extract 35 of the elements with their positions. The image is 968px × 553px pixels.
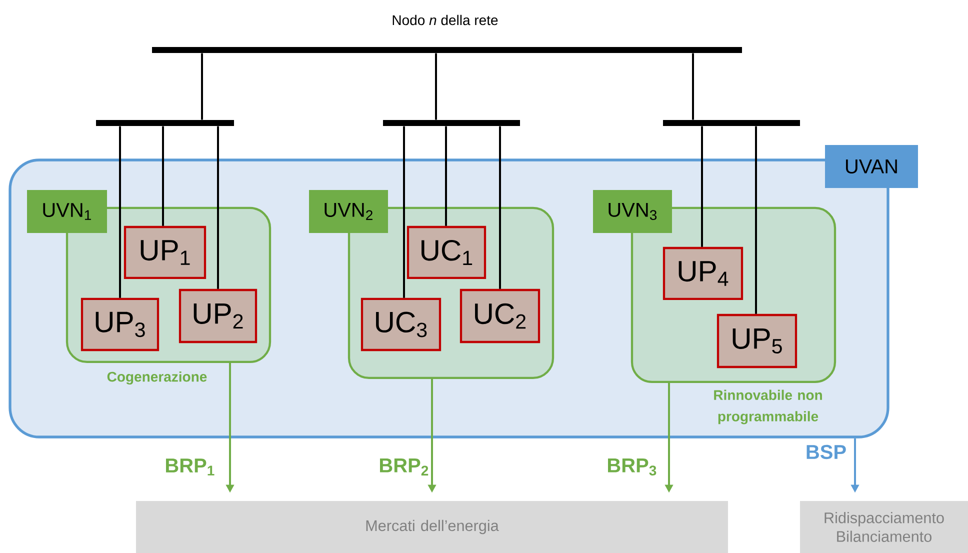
connection-line	[217, 126, 219, 289]
connection-line	[701, 126, 703, 247]
connection-line	[119, 126, 121, 298]
title: Nodo n della rete	[392, 14, 498, 26]
unit-box: UP$_{3}$	[80, 298, 160, 352]
connection-line	[445, 126, 447, 226]
connection-line	[162, 126, 164, 226]
connection-line	[201, 53, 203, 120]
group-label: UVN$_{3}$	[593, 190, 672, 233]
group-label: UVN$_{1}$	[27, 190, 108, 233]
edge-label: BSP	[804, 444, 848, 460]
connection-line	[692, 53, 694, 120]
unit-box: UC$_{3}$	[360, 298, 442, 352]
unit-box: UC$_{1}$	[406, 226, 486, 280]
unit-box: UP$_{5}$	[716, 314, 798, 368]
edge-label: BRP$_{1}$	[163, 457, 217, 477]
connection-line	[499, 126, 501, 289]
bus-bar	[96, 120, 234, 126]
market-box: Mercati dell’energia	[136, 501, 728, 553]
container-label: UVAN	[825, 145, 918, 188]
category-label: Rinnovabile non programmabile	[714, 390, 822, 424]
bus-bar	[663, 120, 800, 126]
connection-line	[435, 53, 437, 120]
connection-line	[403, 126, 405, 298]
edge-label: BRP$_{2}$	[377, 457, 431, 477]
group-label: UVN$_{2}$	[309, 190, 388, 233]
unit-box: UP$_{4}$	[662, 246, 744, 300]
category-label: Cogenerazione	[107, 371, 207, 385]
unit-box: UP$_{2}$	[178, 288, 258, 344]
connection-line	[755, 126, 757, 314]
edge-label: BRP$_{3}$	[605, 457, 659, 477]
bus-bar	[383, 120, 520, 126]
market-box: Ridispacciamento Bilanciamento	[800, 501, 968, 553]
unit-box: UC$_{2}$	[460, 288, 540, 344]
unit-box: UP$_{1}$	[124, 226, 206, 280]
